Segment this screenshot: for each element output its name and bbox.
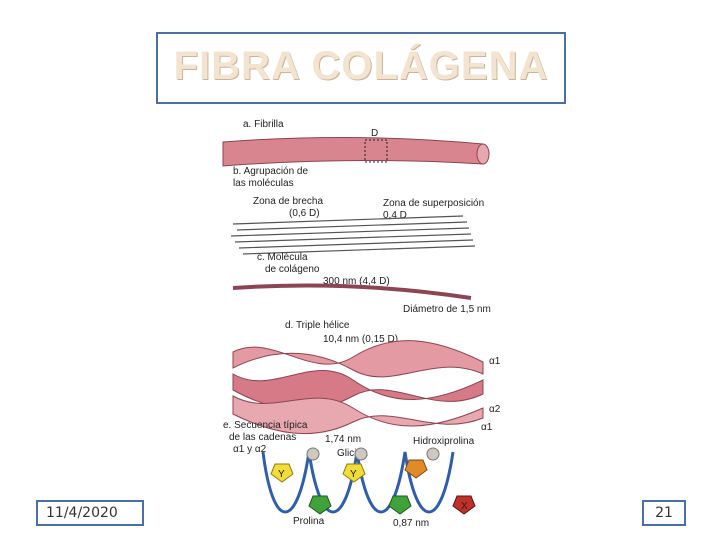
label-pitch: 10,4 nm (0,15 D) [323,334,398,345]
label-087nm: 0,87 nm [393,518,429,529]
label-c1: c. Molécula [257,252,308,263]
label-174nm: 1,74 nm [325,434,361,445]
fibril-end [476,143,490,165]
proline-residue [388,495,412,515]
label-length: 300 nm (4,4 D) [323,276,390,287]
period-box [364,139,388,163]
label-e1: e. Secuencia típica [223,420,308,431]
label-hydroxyproline: Hidroxiprolina [413,436,475,447]
y-label: Y [350,469,357,480]
chain-backbone [261,451,455,514]
label-glycine: Glicina [337,448,368,459]
y-label: Y [278,469,285,480]
label-e3: α1 y α2 [233,444,267,455]
glycine-marker [426,447,440,461]
label-gap2: (0,6 D) [289,208,320,219]
fibril-shape [222,136,484,167]
label-b1: b. Agrupación de [233,166,308,177]
label-d: d. Triple hélice [285,320,350,331]
label-alpha2: α2 [489,404,501,415]
x-residue [452,495,476,515]
label-fibrilla: a. Fibrilla [243,119,284,130]
molecule-line [232,283,472,300]
label-gap1: Zona de brecha [253,196,323,207]
y-residue [270,463,294,483]
triple-helix [232,340,484,435]
label-alpha1b: α1 [481,422,493,433]
label-b2: las moléculas [233,178,294,189]
molecule-packing [230,215,476,255]
title-box: FIBRA COLÁGENA [156,32,566,104]
y-residue [342,463,366,483]
label-proline: Prolina [293,516,325,527]
label-e2: de las cadenas [229,432,296,443]
label-over2: 0,4 D [383,210,407,221]
collagen-diagram: a. Fibrilla D 68 b. Agrupación de las mo… [222,119,501,529]
label-D: D [371,128,378,139]
glycine-marker [306,447,320,461]
slide-number: 21 [642,500,686,526]
x-label: X [461,501,468,512]
hydroxyproline-residue [404,459,428,479]
label-over1: Zona de superposición [383,198,484,209]
slide-title: FIBRA COLÁGENA [173,44,549,88]
collagen-figure: a. Fibrilla D 68 b. Agrupación de las mo… [213,112,501,540]
slide-date: 11/4/2020 [36,500,144,526]
label-diameter: Diámetro de 1,5 nm [403,304,491,315]
label-alpha1: α1 [489,356,501,367]
glycine-marker [354,447,368,461]
label-c2: de colágeno [265,264,320,275]
proline-residue [308,495,332,515]
